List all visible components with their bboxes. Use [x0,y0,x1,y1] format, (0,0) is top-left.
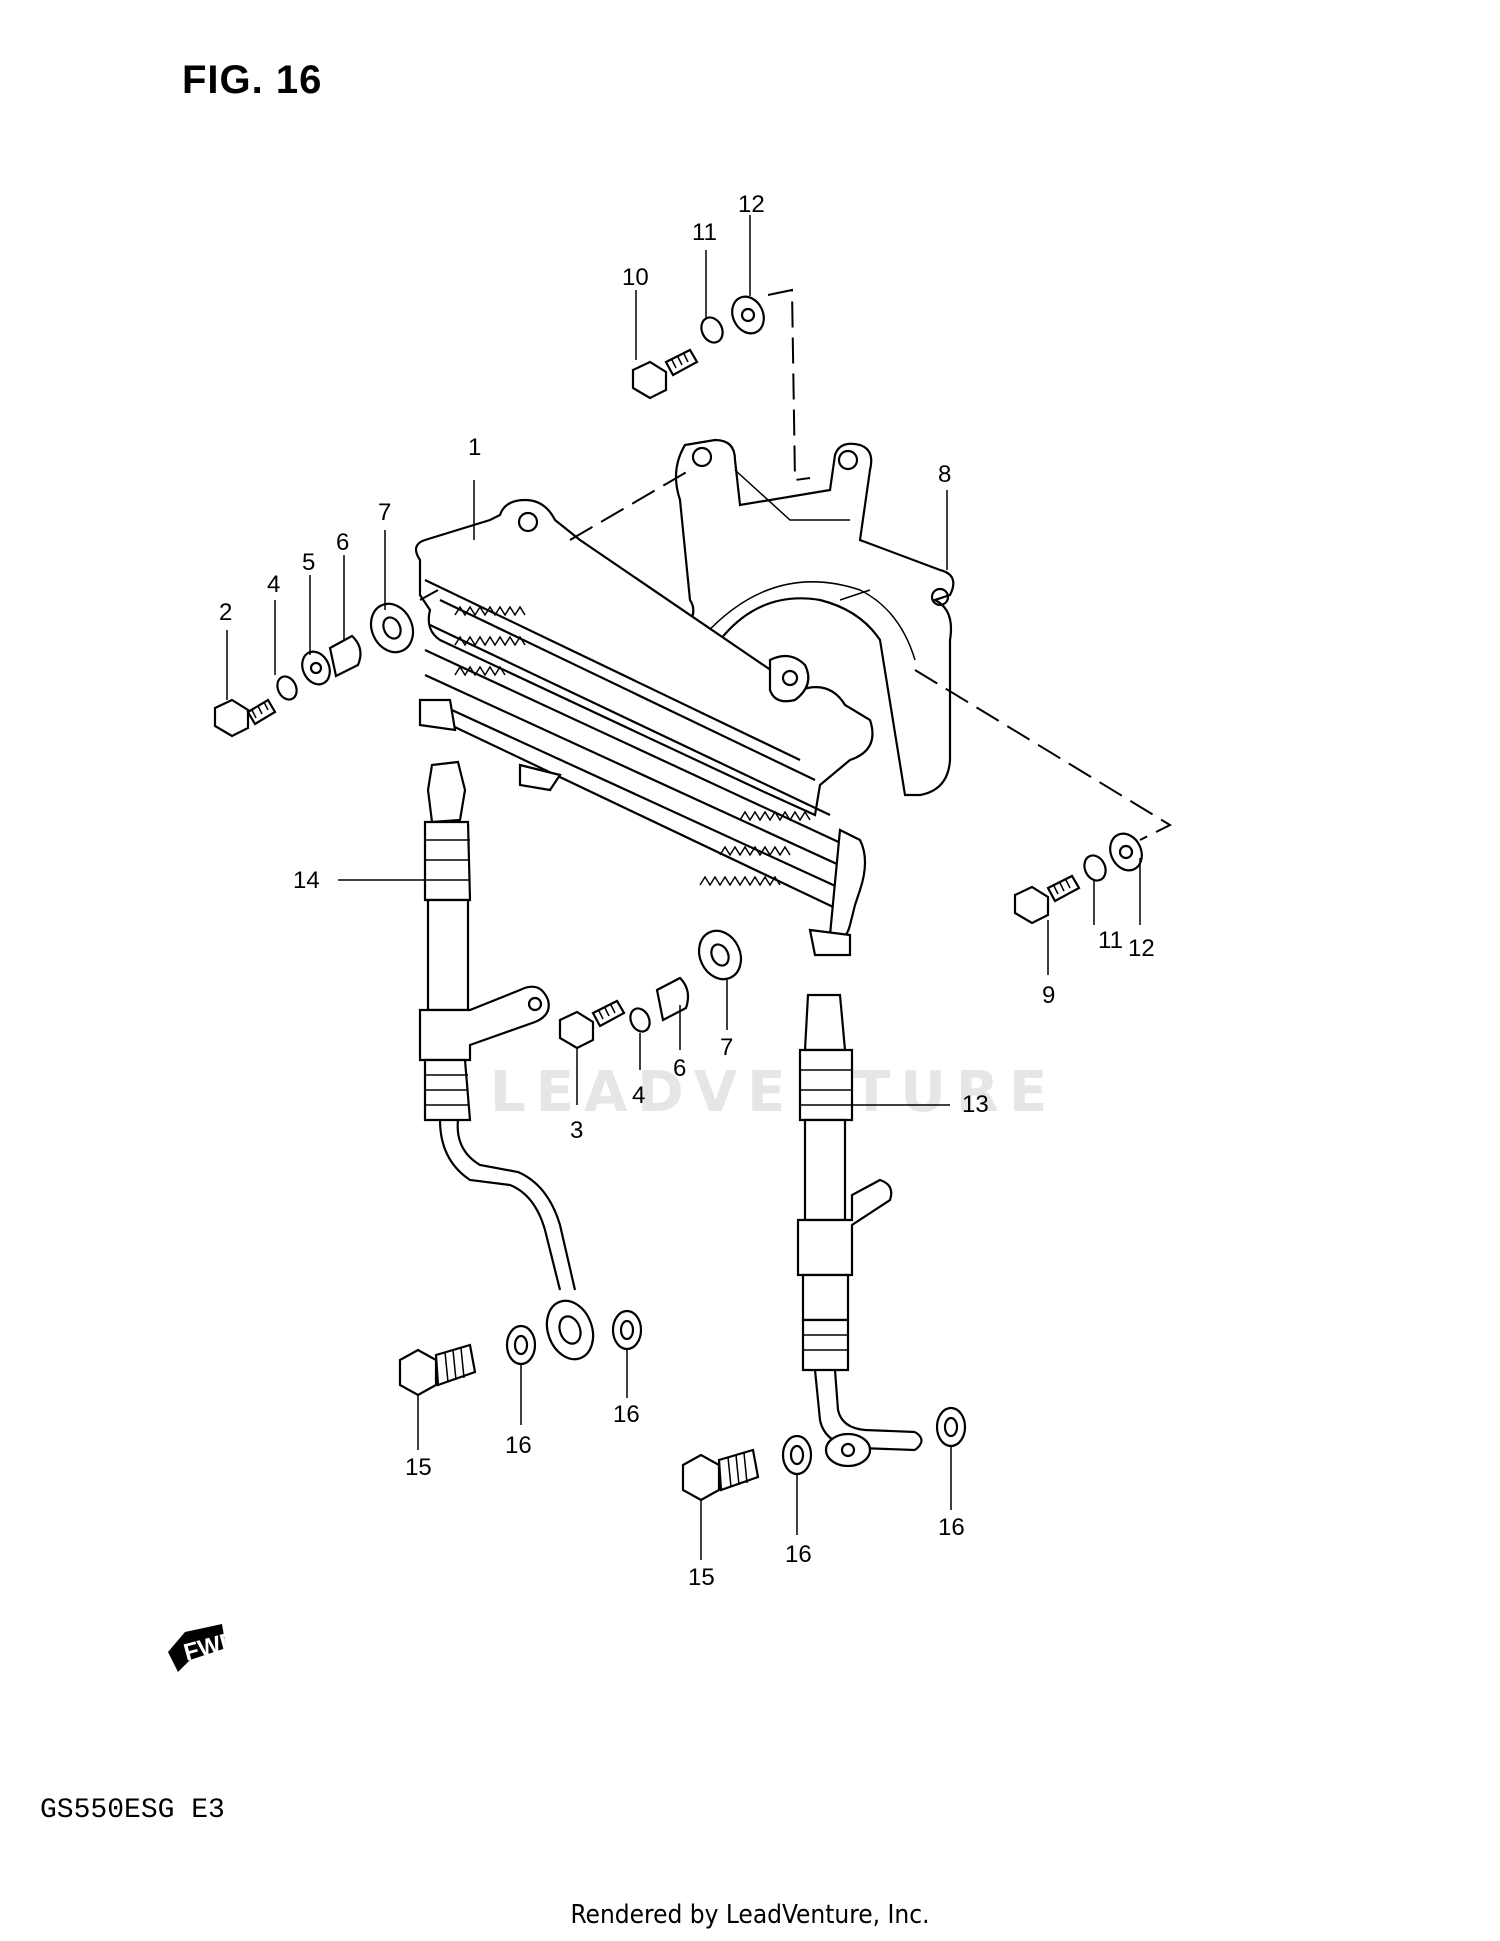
callout-6-center: 6 [673,1055,686,1082]
watermark: LEADVENTURE [490,1060,1058,1125]
cooler-bracket [674,438,955,797]
right-hardware [1013,832,1143,925]
footer-credit: Rendered by LeadVenture, Inc. [570,1900,930,1930]
callout-16-a: 16 [505,1432,532,1459]
oil-hose-right [796,993,923,1468]
callout-16-d: 16 [938,1514,965,1541]
callout-14: 14 [293,867,320,894]
figure-title: FIG. 16 [182,58,323,102]
callout-9: 9 [1042,982,1055,1009]
bolt-2 [213,698,277,738]
assembly-lines [419,288,1173,841]
callout-3: 3 [570,1117,583,1144]
callout-16-c: 16 [785,1541,812,1568]
callout-16-b: 16 [613,1401,640,1428]
callout-4-center: 4 [632,1082,645,1109]
callout-12-top: 12 [738,191,765,218]
oil-cooler [414,498,874,957]
callout-2: 2 [219,599,232,626]
fwd-arrow-icon: FWD [168,1624,241,1672]
callout-10: 10 [622,264,649,291]
callout-7-left: 7 [378,499,391,526]
callout-5: 5 [302,549,315,576]
callout-15-left: 15 [405,1454,432,1481]
callout-12-right: 12 [1128,935,1155,962]
callout-1: 1 [468,434,481,461]
callout-leaders [226,215,1141,1560]
callout-15-right: 15 [688,1564,715,1591]
top-hardware [631,295,765,400]
model-code: GS550ESG E3 [40,1795,225,1826]
callout-labels: 1 2 3 4 4 5 6 6 7 7 8 9 10 11 11 12 12 1… [219,191,1155,1591]
callout-11-right: 11 [1098,927,1123,954]
callout-7-center: 7 [720,1034,733,1061]
oil-hose-left [418,760,595,1361]
callout-6-left: 6 [336,529,349,556]
left-hardware [213,602,415,738]
callout-8: 8 [938,461,951,488]
center-hardware [558,929,743,1050]
banjo-hardware [398,1309,967,1502]
callout-13: 13 [962,1091,989,1118]
callout-11-top: 11 [692,219,717,246]
callout-4-left: 4 [267,571,280,598]
